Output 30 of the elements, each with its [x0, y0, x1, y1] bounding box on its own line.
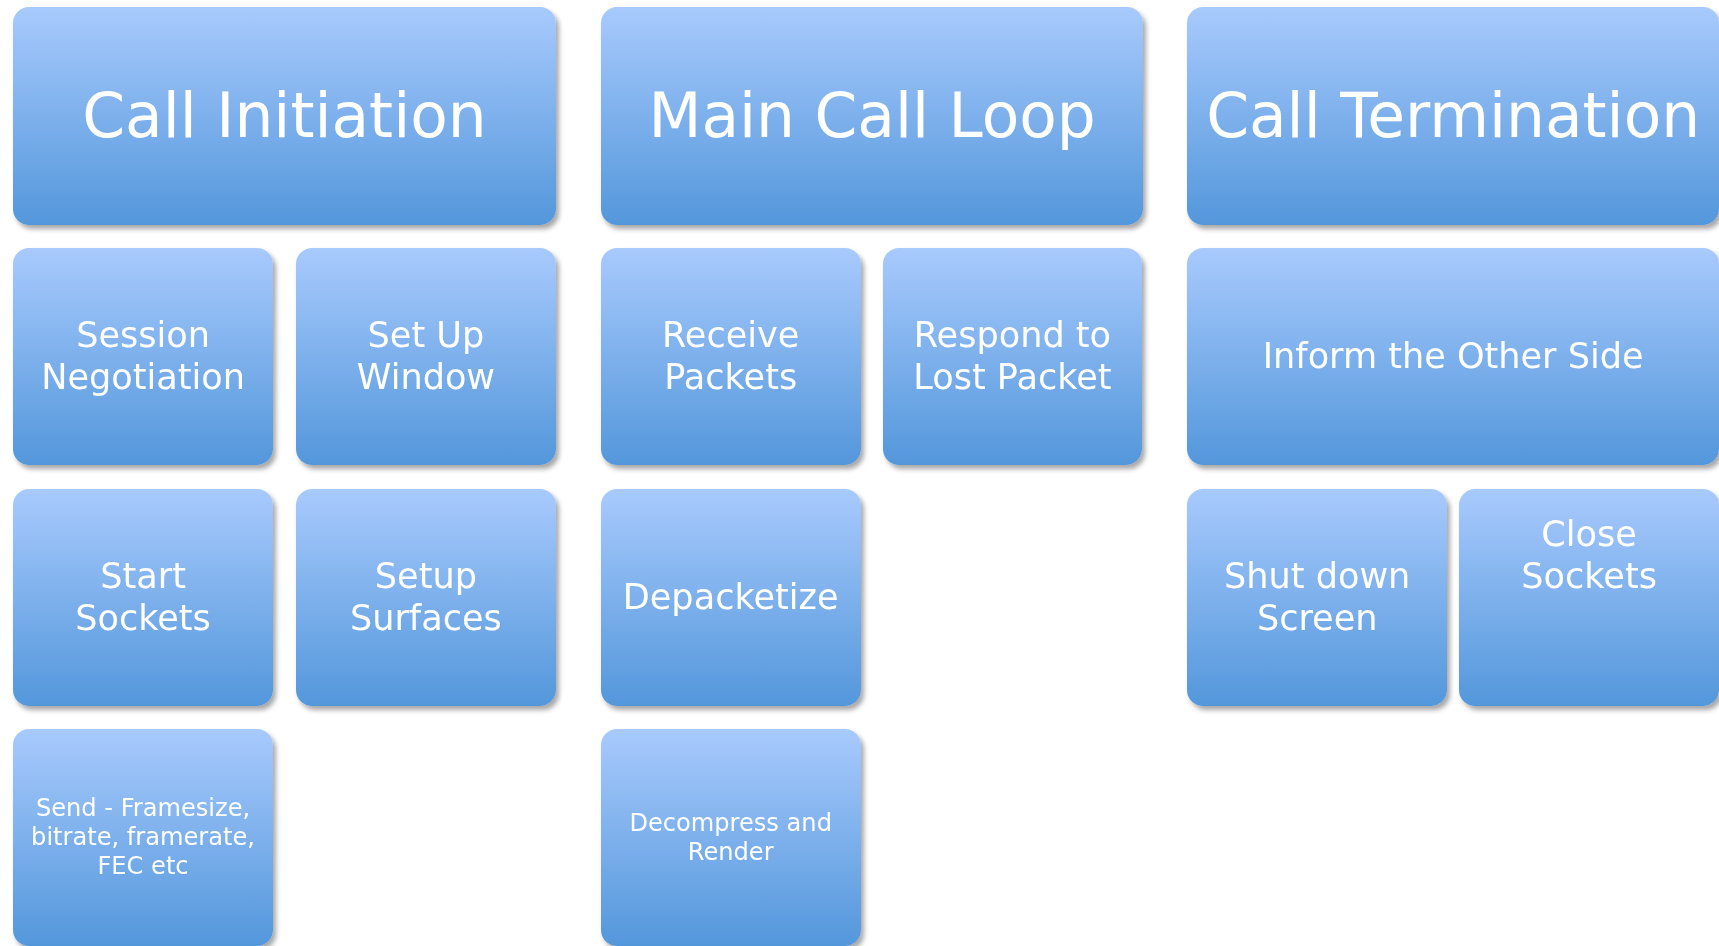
- box-label: Session Negotiation: [40, 314, 246, 399]
- process-box: [1459, 488, 1719, 706]
- process-box: [1187, 247, 1719, 465]
- box-label: Main Call Loop: [648, 78, 1096, 153]
- process-box: [13, 488, 273, 706]
- process-box: [13, 729, 273, 946]
- box-label: Receive Packets: [661, 314, 801, 399]
- process-box: [600, 488, 861, 706]
- box-label: Set Up Window: [355, 314, 497, 399]
- box-label: Start Sockets: [74, 555, 212, 640]
- box-label: Inform the Other Side: [1262, 335, 1644, 378]
- process-box: [1187, 6, 1719, 225]
- process-box: [882, 247, 1143, 465]
- process-box: [13, 247, 273, 465]
- process-box: [1187, 488, 1448, 706]
- box-label: Decompress and Render: [628, 808, 833, 867]
- process-box: [600, 6, 1144, 225]
- box-label: Respond to Lost Packet: [912, 314, 1113, 399]
- box-label: Setup Surfaces: [348, 555, 503, 640]
- process-box: [600, 729, 861, 946]
- process-box: [296, 488, 556, 706]
- box-label: Call Initiation: [82, 78, 487, 153]
- box-label: Shut down Screen: [1223, 555, 1412, 640]
- box-label: Close Sockets: [1520, 513, 1658, 598]
- process-box: [296, 247, 556, 465]
- process-box: [13, 6, 556, 225]
- box-label: Depacketize: [622, 576, 839, 619]
- box-label: Send - Framesize, bitrate, framerate, FEC etc: [30, 794, 256, 881]
- process-box: [600, 247, 861, 465]
- box-label: Call Termination: [1206, 78, 1701, 153]
